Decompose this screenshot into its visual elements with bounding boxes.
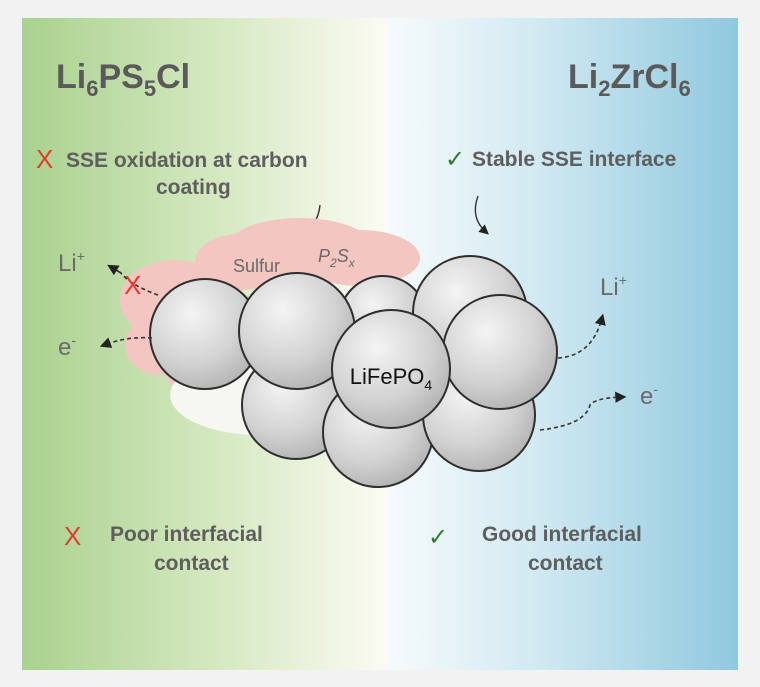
right-bottom-line2: contact [528,552,603,575]
particle [442,294,558,410]
right-li-ion-label: Li+ [600,272,627,301]
lifepo4-label: LiFePO4 [350,364,433,393]
cathode-particle-cluster [149,255,558,488]
left-li-ion-label: Li+ [58,248,85,277]
left-electron-arrow [99,336,153,348]
left-bottom-line1: Poor interfacial [110,523,263,546]
p2sx-label: P2Sx [318,246,356,270]
check-mark-icon-bottom: ✓ [428,523,448,551]
cross-mark-icon: X [36,144,53,174]
right-benefit-line1: Stable SSE interface [472,148,676,171]
lifepo4-center-particle [331,309,451,429]
right-bottom-line1: Good interfacial [482,523,642,546]
sulfur-label: Sulfur [233,256,280,276]
right-title: Li2ZrCl6 [568,58,691,101]
left-li-arrowhead [107,264,122,276]
check-mark-icon: ✓ [445,145,465,173]
left-electron-label: e- [58,332,76,361]
left-issue-line1: SSE oxidation at carbon [66,149,308,172]
right-electron-label: e- [640,381,658,410]
left-title: Li6PS5Cl [56,58,190,101]
cross-mark-icon-bottom: X [64,521,81,551]
left-bottom-line2: contact [154,552,229,575]
right-pointer-arrow [474,195,489,235]
right-li-arrow [557,313,606,359]
left-issue-line2: coating [156,176,231,199]
blocked-cross-icon: X [124,270,141,300]
right-electron-arrow [539,391,627,431]
